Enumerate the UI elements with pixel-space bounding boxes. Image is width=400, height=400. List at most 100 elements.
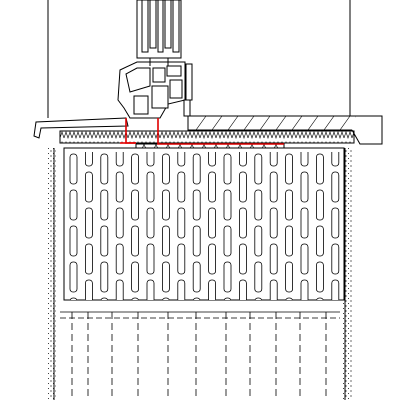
lintel-slot (331, 279, 340, 300)
lintel-slot (300, 171, 309, 203)
lintel-slot (85, 279, 93, 300)
window-frame-profile (117, 0, 193, 119)
lintel-slot (300, 279, 309, 300)
lintel-slot (85, 243, 93, 275)
lintel-slot (223, 153, 232, 185)
lintel-slot (223, 225, 232, 257)
lintel-slot (131, 189, 140, 221)
lintel-slot (223, 297, 232, 300)
lintel-slot (115, 243, 124, 275)
lintel-slot (146, 243, 155, 275)
lintel-slot (177, 243, 186, 275)
lintel-slot (161, 189, 170, 221)
lintel-slot (269, 243, 278, 275)
lintel-slot (100, 297, 109, 300)
lintel-slot (177, 207, 186, 239)
lintel-slot (177, 279, 186, 300)
lintel-slot (146, 279, 155, 300)
lintel-slot (331, 152, 340, 167)
lintel-slot (269, 152, 278, 167)
lintel-slot (254, 297, 263, 300)
lintel-slot (331, 207, 340, 239)
lintel-slot (208, 279, 216, 300)
lintel-slot (192, 189, 201, 221)
lintel-slot (331, 171, 340, 203)
lintel-slot (131, 225, 140, 257)
lintel-slot (238, 207, 247, 239)
lintel-slot (69, 297, 78, 300)
lintel-slot (85, 152, 93, 167)
lintel-slot (161, 225, 170, 257)
lintel-slot (131, 297, 139, 300)
lintel-slot (115, 152, 124, 167)
waterproof-membrane (120, 118, 284, 145)
lintel-slot (177, 171, 186, 203)
lintel-slot (192, 225, 201, 257)
lintel-slot (208, 243, 217, 275)
lintel-slot (85, 171, 93, 203)
lintel-slot (315, 225, 324, 257)
lintel-slot (85, 207, 93, 239)
lintel-slot (254, 225, 263, 257)
lintel-slot (239, 279, 247, 300)
lintel-slot (285, 189, 294, 221)
lintel-slot (315, 261, 324, 293)
hollow-core-block-wall (60, 311, 340, 400)
lintel-slot (69, 261, 78, 293)
lintel-slot (100, 261, 109, 293)
lintel-slot (239, 152, 247, 167)
lintel-slot (115, 279, 124, 300)
lintel-slot (269, 171, 278, 203)
lintel-slot (285, 261, 294, 293)
lintel-slot (161, 261, 170, 293)
lintel-slot (254, 261, 263, 293)
lintel-slot (100, 225, 109, 257)
insulation-layer (59, 130, 355, 144)
lintel-slot (162, 297, 170, 300)
lintel-slot (223, 261, 232, 293)
perforated-brick-lintel (63, 147, 345, 301)
lintel-slot (192, 261, 201, 293)
lintel-slot (300, 207, 309, 239)
lintel-slot (161, 153, 170, 185)
lintel-slot (223, 189, 232, 221)
lintel-slot (285, 297, 293, 300)
lintel-slot (69, 153, 78, 185)
lintel-slot (238, 243, 247, 275)
lintel-slot (315, 189, 324, 221)
lintel-slot (269, 207, 278, 239)
lintel-slot (285, 225, 294, 257)
lintel-slot (285, 153, 294, 185)
lintel-slot (238, 171, 247, 203)
lintel-slot (208, 207, 217, 239)
exterior-metal-sill (33, 117, 129, 139)
lintel-slot (146, 171, 155, 203)
lintel-slot (192, 153, 201, 185)
lintel-slot (192, 297, 201, 300)
lintel-slot (100, 153, 109, 185)
lintel-slot (177, 152, 186, 167)
lintel-slot (208, 171, 217, 203)
lintel-slot (100, 189, 109, 221)
lintel-slot (254, 153, 263, 185)
lintel-slot (146, 152, 155, 167)
lintel-slot (269, 279, 278, 300)
interior-sill-board (183, 99, 383, 145)
lintel-slot (331, 243, 340, 275)
lintel-slot (208, 152, 216, 167)
render-plaster (48, 148, 352, 400)
lintel-slot (115, 207, 124, 239)
lintel-slot (69, 189, 78, 221)
lintel-slot (300, 152, 309, 167)
lintel-slot (69, 225, 78, 257)
lintel-slot (146, 207, 155, 239)
lintel-slot (316, 297, 324, 300)
lintel-slot (131, 153, 140, 185)
lintel-slot (315, 153, 324, 185)
lintel-slot (115, 171, 124, 203)
lintel-slot (131, 261, 140, 293)
lintel-slot (254, 189, 263, 221)
lintel-slot (300, 243, 309, 275)
